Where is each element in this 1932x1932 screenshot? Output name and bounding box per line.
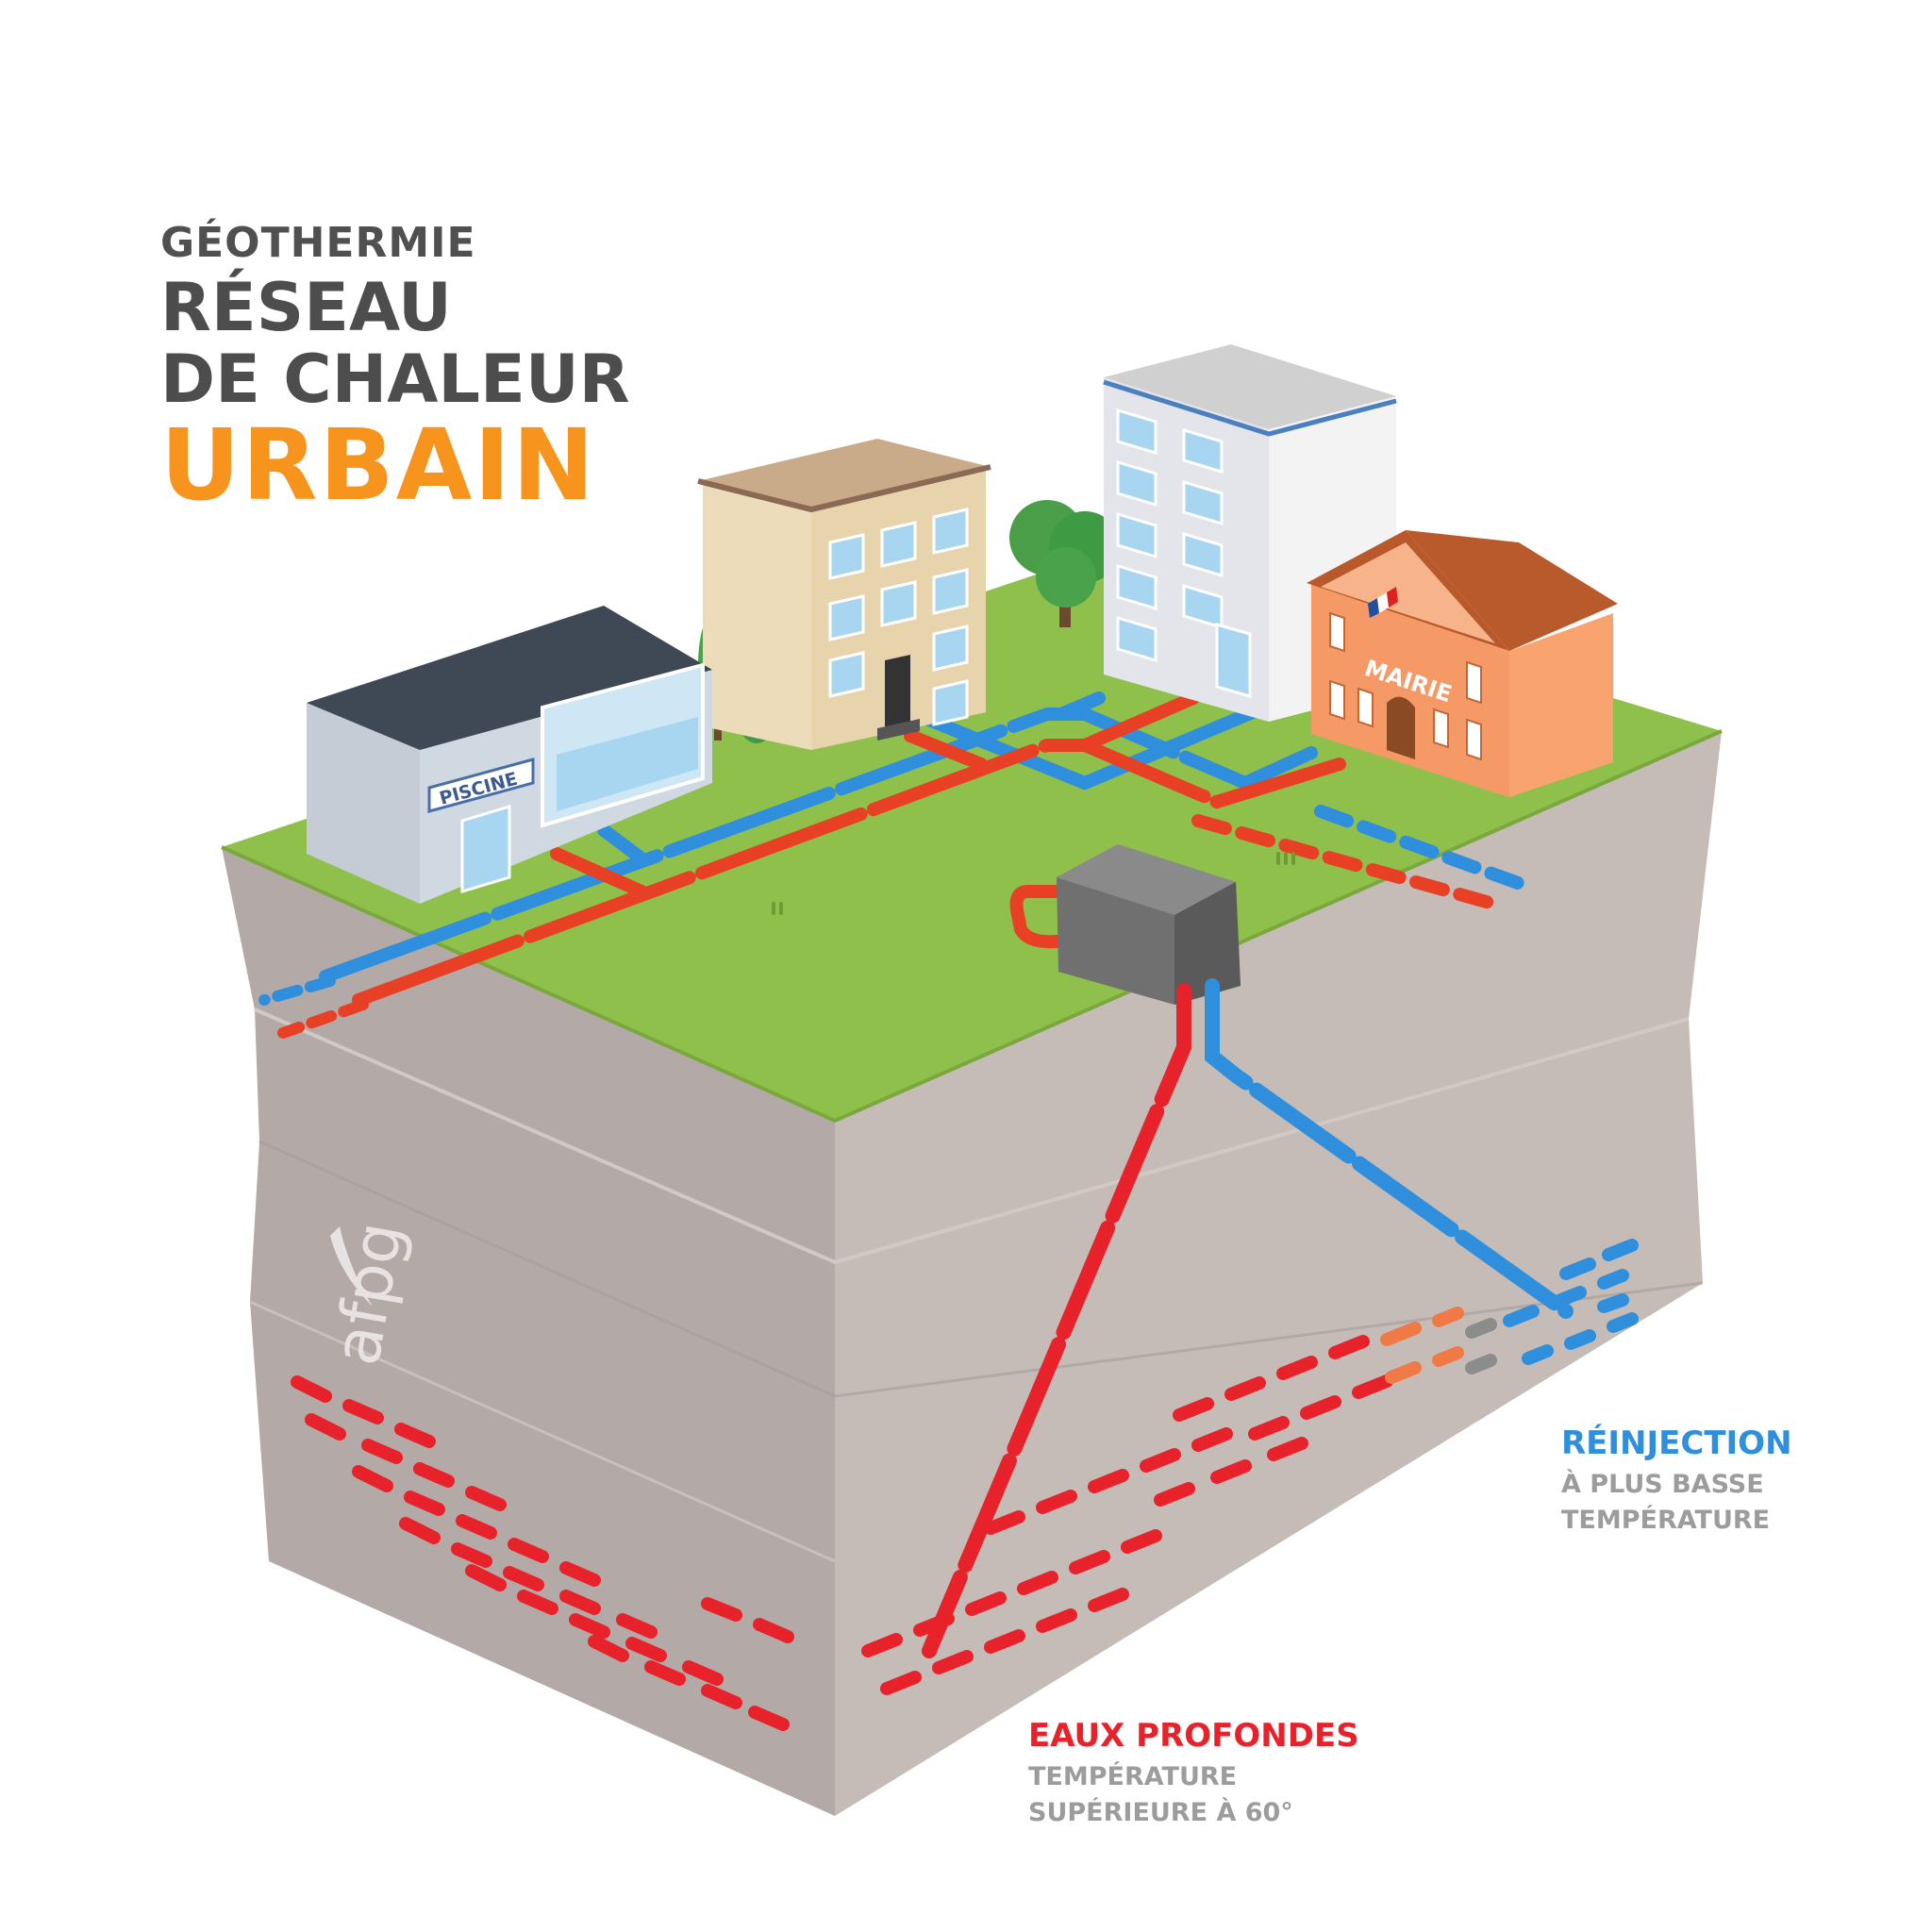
title-line-4: URBAIN (160, 408, 597, 523)
soil-right-face (835, 731, 1722, 1816)
tree-right (1009, 500, 1121, 627)
wells (922, 978, 1574, 1658)
grass-tufts (772, 852, 1295, 915)
hot-well (922, 983, 1191, 1658)
title-line-3: DE CHALEUR (160, 341, 630, 418)
office-tower (1103, 344, 1397, 722)
reservoir-right (861, 1239, 1639, 1695)
eaux-sub-1: TEMPÉRATURE (1028, 1762, 1238, 1791)
soil-left-face (222, 847, 835, 1816)
cold-well (1205, 978, 1574, 1319)
plant-box (1057, 844, 1241, 1005)
soil-layer-line-2 (258, 1140, 1704, 1398)
pipe-ends (258, 975, 369, 1039)
cold-network (319, 691, 1535, 983)
town-hall: MAIRIE (1307, 530, 1618, 797)
soil-layer-line-3 (249, 1300, 836, 1563)
reinjection-heading: RÉINJECTION (1561, 1424, 1792, 1462)
logo-swoosh-icon (330, 1226, 373, 1307)
pool-building: PISCINE (307, 606, 712, 904)
surface-pipes (258, 691, 1535, 1039)
apartment-building (697, 439, 991, 750)
french-flag (1368, 587, 1398, 618)
title-line-1: GÉOTHERMIE (160, 219, 476, 267)
reservoir-left (291, 1375, 794, 1731)
soil-layer-line-1 (254, 1008, 1690, 1265)
reinjection-sub-2: TEMPÉRATURE (1561, 1506, 1771, 1535)
hot-network (352, 691, 1507, 1007)
reinjection-sub-1: À PLUS BASSE (1561, 1470, 1764, 1499)
eaux-heading: EAUX PROFONDES (1028, 1717, 1359, 1755)
eaux-sub-2: SUPÉRIEURE À 60° (1028, 1798, 1293, 1827)
title-line-2: RÉSEAU (160, 269, 452, 346)
